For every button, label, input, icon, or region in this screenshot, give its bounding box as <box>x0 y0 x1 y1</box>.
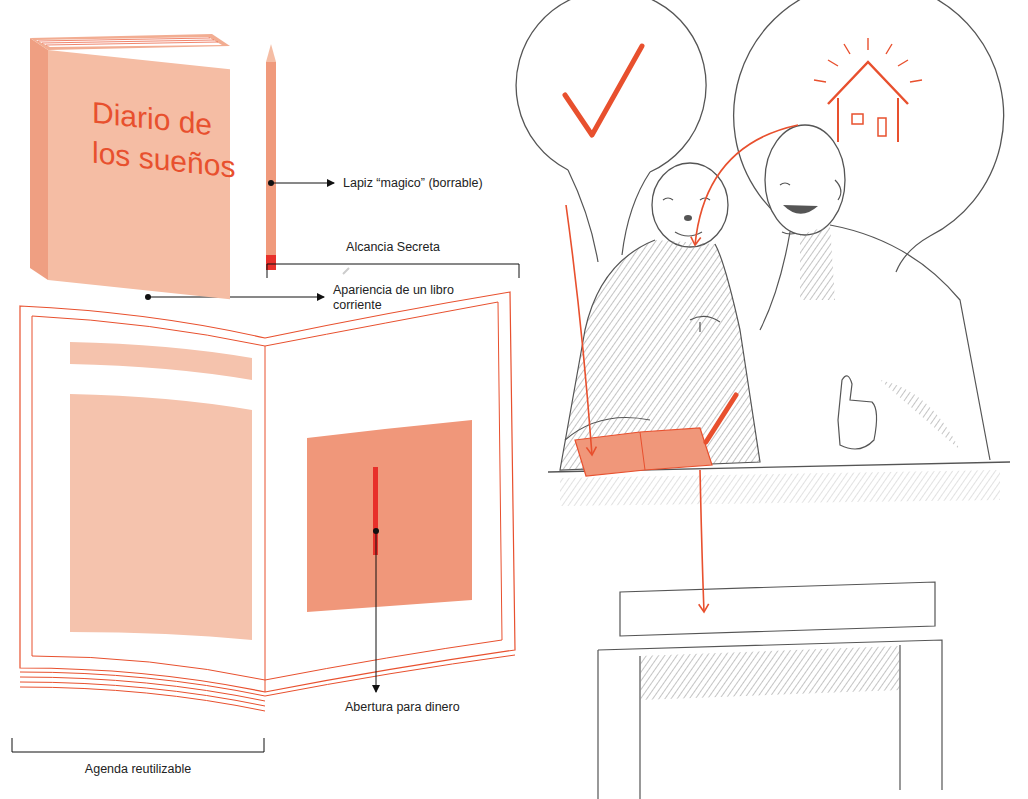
open-book <box>20 292 515 711</box>
open-book-part <box>307 420 472 612</box>
thought-bubble-part <box>828 62 908 104</box>
book-top-part <box>46 42 218 45</box>
child-figure-part <box>652 163 728 247</box>
red-arrow-part <box>695 125 798 245</box>
book-top-part <box>36 37 222 47</box>
drawer-part <box>620 582 935 636</box>
drawer <box>598 582 942 799</box>
open-book-part <box>20 655 515 696</box>
book-top <box>30 34 230 50</box>
open-book-part <box>265 346 266 692</box>
bracket-part <box>12 738 264 752</box>
adult-figure-part <box>783 205 818 214</box>
adult-figure-part <box>760 225 990 460</box>
bracket <box>12 738 264 752</box>
thought-bubble-part <box>622 172 650 255</box>
child-figure-part <box>684 215 692 221</box>
book-cover: Diario de los sueños <box>48 50 230 299</box>
sketch-book-part <box>640 432 645 470</box>
thought-bubble-part <box>565 46 642 135</box>
open-book-part <box>32 302 502 680</box>
pencil <box>266 44 276 270</box>
sketch-book-part <box>706 395 736 442</box>
child-figure-part <box>690 316 720 332</box>
pencil-part <box>266 44 276 62</box>
bracket-part <box>267 264 519 278</box>
leader-line <box>373 528 379 692</box>
pencil-part <box>266 62 276 255</box>
drawer-part <box>598 640 942 799</box>
thought-bubble <box>734 0 1004 272</box>
thought-bubble-part <box>814 38 922 82</box>
open-book-part <box>20 687 265 711</box>
adult-figure-part <box>838 376 877 449</box>
leader-line-part <box>148 297 324 298</box>
thought-bubble-part <box>734 0 1004 236</box>
bracket-label: Agenda reutilizable <box>85 762 191 777</box>
child-figure-part <box>675 232 702 236</box>
thought-bubble-part <box>838 98 898 142</box>
book-spine-part <box>30 38 48 280</box>
open-book-part <box>70 342 252 380</box>
desk-part <box>560 470 1000 506</box>
leader-line <box>268 180 334 186</box>
adult-figure <box>760 125 990 460</box>
thought-bubble-part <box>852 114 863 124</box>
leader-line-part <box>271 183 334 184</box>
sketch-book-part <box>575 428 712 476</box>
open-book-part <box>20 677 265 701</box>
adult-figure-part <box>765 125 845 235</box>
callout-label: Apariencia de un libro corriente <box>333 283 465 313</box>
leader-line-part <box>343 268 349 274</box>
open-book-part <box>20 682 265 706</box>
red-arrow <box>566 125 798 612</box>
red-arrow-part <box>566 205 592 455</box>
thought-bubble-part <box>878 118 886 136</box>
callout-label: Lapiz “magico” (borrable) <box>343 176 483 191</box>
child-figure-part <box>663 198 710 200</box>
open-book-part <box>70 394 252 640</box>
adult-figure-part <box>835 180 841 200</box>
drawer-part <box>640 646 900 700</box>
adult-figure-part <box>800 225 835 300</box>
sketch-book <box>575 395 736 476</box>
bracket <box>267 264 519 278</box>
thought-bubble-part <box>516 0 706 172</box>
leader-line-part <box>376 531 377 692</box>
book-spine <box>30 38 48 280</box>
cover-title: Diario de los sueños <box>92 93 238 188</box>
open-book-part <box>20 292 515 692</box>
book-top-part <box>30 34 230 50</box>
adult-figure-part <box>880 380 960 450</box>
bracket-label: Alcancia Secreta <box>346 240 440 255</box>
callout-label: Abertura para dinero <box>345 700 460 715</box>
adult-figure-part <box>780 183 790 185</box>
child-figure <box>560 163 760 470</box>
red-arrow-part <box>700 470 704 612</box>
